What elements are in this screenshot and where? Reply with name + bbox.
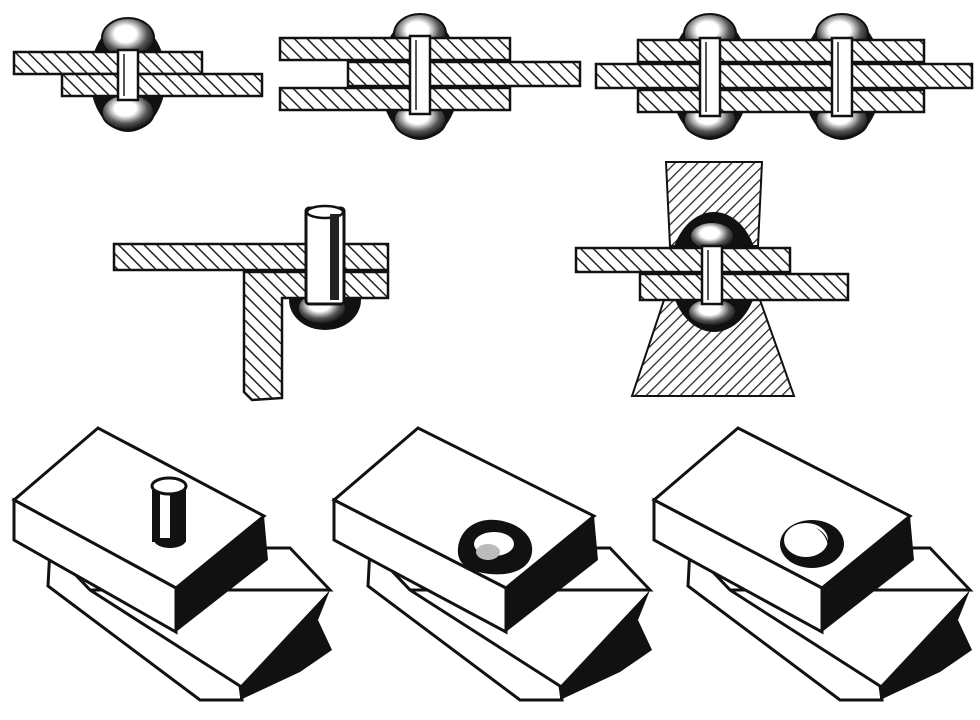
rivet-through-tapered-block <box>574 161 850 397</box>
plates-with-rough-head <box>331 426 654 702</box>
lower-plate-right-edge <box>240 590 332 700</box>
plate-middle-left <box>346 60 582 88</box>
lower-plate-front-face <box>366 544 564 702</box>
plate-bottom <box>636 88 926 114</box>
plates-with-rivet-shank <box>11 426 334 702</box>
upper-plate-right-face <box>176 516 268 632</box>
butt-joint-single-cover <box>278 13 582 140</box>
plate-bottom <box>638 272 850 302</box>
plate-bottom <box>60 72 264 98</box>
plate-top <box>12 50 204 76</box>
rivet-shank <box>700 244 724 306</box>
lower-plate-right-edge <box>880 590 972 700</box>
rivet-left-shank <box>698 36 722 118</box>
rivet-right-shank <box>830 36 854 118</box>
upper-plate-right-face <box>506 516 598 632</box>
lower-plate-front-face <box>686 544 884 702</box>
plate-top <box>574 246 792 274</box>
cover-plate-top <box>278 36 512 62</box>
plate-top <box>636 38 926 64</box>
horizontal-plate <box>112 242 390 272</box>
angle-bar <box>242 270 390 402</box>
rivet-shank-top <box>150 476 188 496</box>
plate-middle <box>594 62 974 90</box>
cover-plate-bottom <box>278 86 512 112</box>
lower-plate-right-edge <box>560 590 652 700</box>
lower-plate-front-face <box>46 544 244 702</box>
upper-plate-right-face <box>822 516 914 632</box>
rivet-shank <box>408 34 432 116</box>
plates-with-round-head <box>651 426 974 702</box>
lap-joint-single-rivet <box>12 17 264 132</box>
angle-joint-rivet <box>112 204 390 402</box>
rivet-shank <box>116 48 140 102</box>
lap-joint-double-rivet <box>594 13 974 140</box>
